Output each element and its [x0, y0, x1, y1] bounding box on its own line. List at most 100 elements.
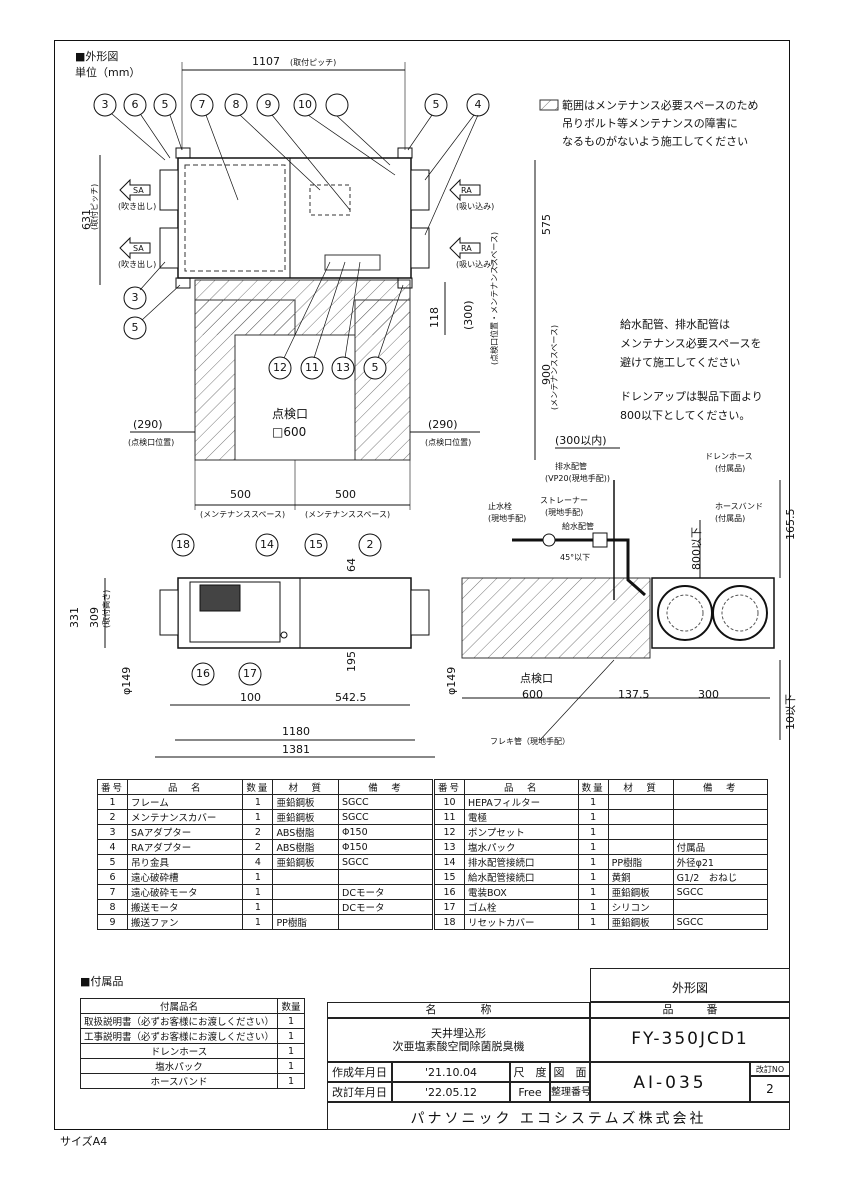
parts-cell-qty: 1 — [577, 899, 609, 915]
parts-cell-no: 10 — [433, 794, 466, 810]
callout-number: 9 — [264, 98, 272, 111]
parts-cell-remarks: SGCC — [338, 809, 433, 825]
parts-cell-qty: 2 — [242, 824, 274, 840]
parts-cell-remarks: G1/2 おねじ — [672, 869, 769, 885]
callout-number: 10 — [298, 98, 312, 111]
parts-cell-name: HEPAフィルター — [464, 794, 579, 810]
parts-header-qty: 数量 — [242, 779, 274, 795]
dim-118-label: 118 — [428, 307, 441, 328]
parts-cell-no: 4 — [96, 839, 129, 855]
parts-cell-material — [607, 839, 674, 855]
inspection-hatch-right — [461, 577, 651, 659]
dim-137-label: 137.5 — [618, 688, 650, 701]
sa-arrow-lower — [119, 236, 151, 260]
parts-cell-material: 亜鉛鋼板 — [272, 794, 340, 810]
maint-note-3: なるものがないよう施工してください — [562, 135, 749, 148]
parts-cell-no: 6 — [96, 869, 129, 885]
callout-number: 13 — [336, 361, 350, 374]
parts-cell-no: 13 — [433, 839, 466, 855]
dim-542-label: 542.5 — [335, 691, 367, 704]
parts-cell-no: 18 — [433, 914, 466, 930]
parts-cell-material: PP樹脂 — [272, 914, 340, 930]
callout-circles-top — [93, 93, 490, 380]
parts-cell-no: 14 — [433, 854, 466, 870]
dim-300-label: (300) — [462, 300, 475, 330]
dim-1107-note: (取付ピッチ) — [290, 58, 337, 67]
parts-cell-remarks: SGCC — [672, 914, 769, 930]
supply-pipe-label: 給水配管 — [562, 522, 594, 531]
dim-500-right-note: (メンテナンススペース) — [305, 510, 391, 519]
unit-body-top — [177, 157, 412, 279]
parts-header-no: 番号 — [433, 779, 466, 795]
maint-note-1: 範囲はメンテナンス必要スペースのため — [562, 99, 759, 112]
inspect-label: 点検口 — [272, 407, 309, 421]
parts-cell-qty: 1 — [577, 869, 609, 885]
drain-hose-label: ドレンホース — [705, 452, 753, 461]
parts-cell-qty: 1 — [577, 809, 609, 825]
duct-opening-right — [712, 585, 768, 641]
reset-cover — [199, 584, 241, 612]
callout-number: 5 — [131, 321, 139, 334]
parts-cell-no: 17 — [433, 899, 466, 915]
strainer — [592, 532, 608, 548]
tb-created: '21.10.04 — [424, 1066, 477, 1079]
dim-290-left-note: (点検口位置) — [128, 438, 175, 447]
parts-cell-qty: 1 — [242, 884, 274, 900]
acc-header-name: 付属品名 — [79, 998, 279, 1014]
tb-created-cell: '21.10.04 — [392, 1062, 510, 1082]
ra-arrow-lower — [449, 236, 481, 260]
parts-cell-name: 搬送ファン — [127, 914, 244, 930]
parts-cell-material: ABS樹脂 — [272, 824, 340, 840]
dim-600-label: 600 — [522, 688, 543, 701]
tb-revised-cell: '22.05.12 — [392, 1082, 510, 1102]
parts-header-material: 材 質 — [607, 779, 674, 795]
acc-name: ホースバンド — [79, 1073, 279, 1089]
parts-cell-no: 1 — [96, 794, 129, 810]
tb-scale-label: 尺 度 — [513, 1066, 547, 1079]
callout-circles-side — [171, 533, 382, 686]
accessories-title: ■付属品 — [80, 975, 124, 988]
tb-name-label: 名 称 — [425, 1003, 492, 1016]
tb-rev-cell: 2 — [750, 1076, 790, 1102]
phi149-left-label: φ149 — [120, 666, 133, 695]
dim-300-within-label: (300以内) — [555, 434, 607, 447]
parts-cell-remarks — [672, 809, 769, 825]
callout-number: 12 — [273, 361, 287, 374]
pipe-note-3: 避けて施工してください — [620, 356, 741, 369]
parts-cell-remarks — [338, 914, 433, 930]
parts-header-name: 品 名 — [127, 779, 244, 795]
acc-qty: 1 — [277, 1058, 305, 1074]
ra-adapter-upper — [410, 169, 430, 211]
drawing-title: ■外形図 — [75, 50, 119, 63]
parts-cell-remarks: Φ150 — [338, 839, 433, 855]
parts-cell-name: 電装BOX — [464, 884, 579, 900]
drain-pipe-label: 排水配管 — [555, 462, 587, 471]
parts-cell-material — [272, 869, 340, 885]
parts-cell-remarks: Φ150 — [338, 824, 433, 840]
hanger-bl — [175, 277, 191, 289]
tb-mgmt-label-cell: 整理番号 — [550, 1082, 591, 1102]
tb-revised: '22.05.12 — [424, 1086, 477, 1099]
pipe-note-1: 給水配管、排水配管は — [620, 318, 730, 331]
electrical-box — [189, 581, 281, 643]
callout-number: 6 — [131, 98, 139, 111]
sa-adapter-side — [159, 589, 179, 636]
tb-scale-label-cell: 尺 度 — [510, 1062, 550, 1082]
tb-drawing-no: AI-035 — [633, 1073, 707, 1093]
sa-label-upper: SA — [133, 186, 144, 195]
tb-created-label-cell: 作成年月日 — [327, 1062, 392, 1082]
dim-100-label: 100 — [240, 691, 261, 704]
parts-cell-name: ポンプセット — [464, 824, 579, 840]
flex-label: フレキ管（現地手配） — [490, 737, 570, 746]
parts-header-remarks: 備 考 — [672, 779, 769, 795]
drain-note-2: 800以下としてください。 — [620, 409, 751, 422]
tb-name-label-cell: 名 称 — [327, 1002, 590, 1018]
dim-165-label: 165.5 — [784, 508, 797, 541]
parts-cell-material — [272, 899, 340, 915]
dim-1107-label: 1107 — [252, 55, 280, 68]
